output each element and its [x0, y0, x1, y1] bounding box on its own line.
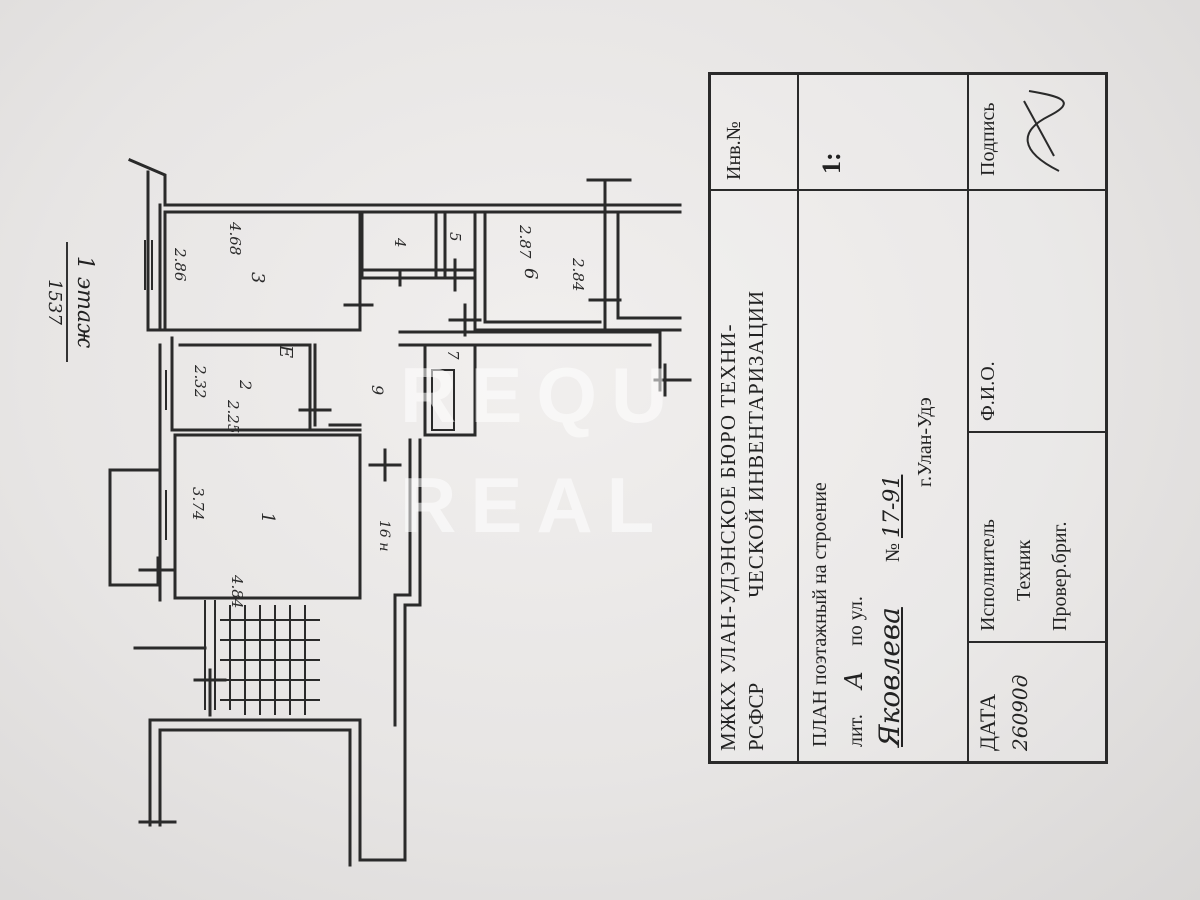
title-block-table: МЖКХ УЛАН-УДЭНСКОЕ БЮРО ТЕХНИ- РСФСР ЧЕС… [708, 72, 1108, 764]
plan-line: ПЛАН поэтажный на строение [809, 482, 831, 747]
room-2-number: 2 [236, 379, 255, 390]
date-value: 26090д [1008, 674, 1032, 751]
floor-subtitle: 1537 [44, 279, 65, 325]
room-2-width: 2.25 [224, 399, 242, 433]
signature-label: Подпись [977, 102, 999, 176]
plan-walls [108, 158, 692, 867]
room-3-width: 4.68 [226, 221, 244, 255]
room-9-labels: 9 16 н [368, 385, 392, 552]
room-6-number: 6 [520, 268, 541, 279]
inv-label: Инв.№ [723, 121, 745, 180]
date-cell: ДАТА 26090д [969, 641, 1105, 761]
room-7-number: 7 [444, 350, 462, 360]
room-6-labels: 6 2.87 2.84 [516, 224, 587, 291]
date-label: ДАТА [975, 693, 1000, 751]
stamp-row-plan: ПЛАН поэтажный на строение лит. А по ул.… [799, 75, 969, 761]
title-block: МЖКХ УЛАН-УДЭНСКОЕ БЮРО ТЕХНИ- РСФСР ЧЕС… [708, 72, 1108, 764]
lit-label: лит. [845, 714, 867, 747]
city: г.Улан-Удэ [914, 397, 936, 487]
watermark-line1: REQU [400, 351, 682, 439]
room-6-width: 2.87 [516, 224, 534, 259]
signature-cell: Подпись [969, 76, 1105, 186]
room-6-length: 2.84 [569, 257, 587, 291]
room-9-number: 9 [368, 385, 387, 395]
street-value: Яковлева [873, 607, 906, 747]
inv-cell: Инв.№ [717, 76, 797, 186]
plan-cell: ПЛАН поэтажный на строение лит. А по ул.… [799, 189, 967, 761]
checker-label: Провер.бриг. [1049, 521, 1071, 631]
street-label: по ул. [845, 596, 867, 646]
watermark-line2: REAL [400, 461, 669, 549]
lit-value: А [840, 670, 868, 690]
room-1-width: 4.84 [228, 574, 246, 608]
org-line3: ЧЕСКОЙ ИНВЕНТАРИЗАЦИИ [744, 289, 768, 598]
stair-mark: E [275, 344, 296, 358]
number-label: № [882, 543, 904, 563]
room-4-labels: 4 [391, 237, 409, 248]
scale: 1: [817, 152, 846, 174]
roles-cell: Исполнитель Техник Провер.бриг. [969, 431, 1105, 641]
stamp-row-header: МЖКХ УЛАН-УДЭНСКОЕ БЮРО ТЕХНИ- РСФСР ЧЕС… [711, 75, 799, 761]
room-1-length: 3.74 [189, 487, 207, 520]
room-1-number: 1 [257, 512, 278, 523]
stamp-row-executors: ДАТА 26090д Исполнитель Техник Провер.бр… [969, 75, 1107, 761]
room-3-labels: 3 4.68 2.86 [171, 221, 268, 283]
scale-cell: 1: [809, 76, 959, 186]
org-line2: РСФСР [744, 682, 768, 751]
technician-label: Техник [1013, 539, 1035, 601]
room-1-labels: 1 4.84 3.74 [189, 487, 278, 608]
room-2-labels: 2 2.25 2.32 E [191, 344, 296, 433]
room-5-labels: 5 [446, 232, 464, 242]
room-4-number: 4 [391, 237, 409, 248]
number-value: 17-91 [880, 474, 905, 539]
floor-title: 1 этаж [66, 242, 97, 362]
room-3-number: 3 [247, 272, 268, 283]
room-5-number: 5 [446, 232, 464, 242]
fio-cell: Ф.И.О. [969, 189, 1105, 431]
room-7-labels: 7 [444, 350, 462, 360]
signature-scribble [1023, 90, 1065, 172]
room-9-length: 16 н [376, 520, 392, 552]
executor-label: Исполнитель [977, 519, 999, 631]
org-cell: МЖКХ УЛАН-УДЭНСКОЕ БЮРО ТЕХНИ- РСФСР ЧЕС… [711, 189, 797, 761]
room-2-length: 2.32 [191, 364, 209, 398]
org-line1: МЖКХ УЛАН-УДЭНСКОЕ БЮРО ТЕХНИ- [716, 323, 740, 751]
room-3-length: 2.86 [171, 247, 189, 282]
fio-label: Ф.И.О. [977, 361, 999, 421]
floor-label: 1 этаж 1537 [36, 242, 97, 362]
